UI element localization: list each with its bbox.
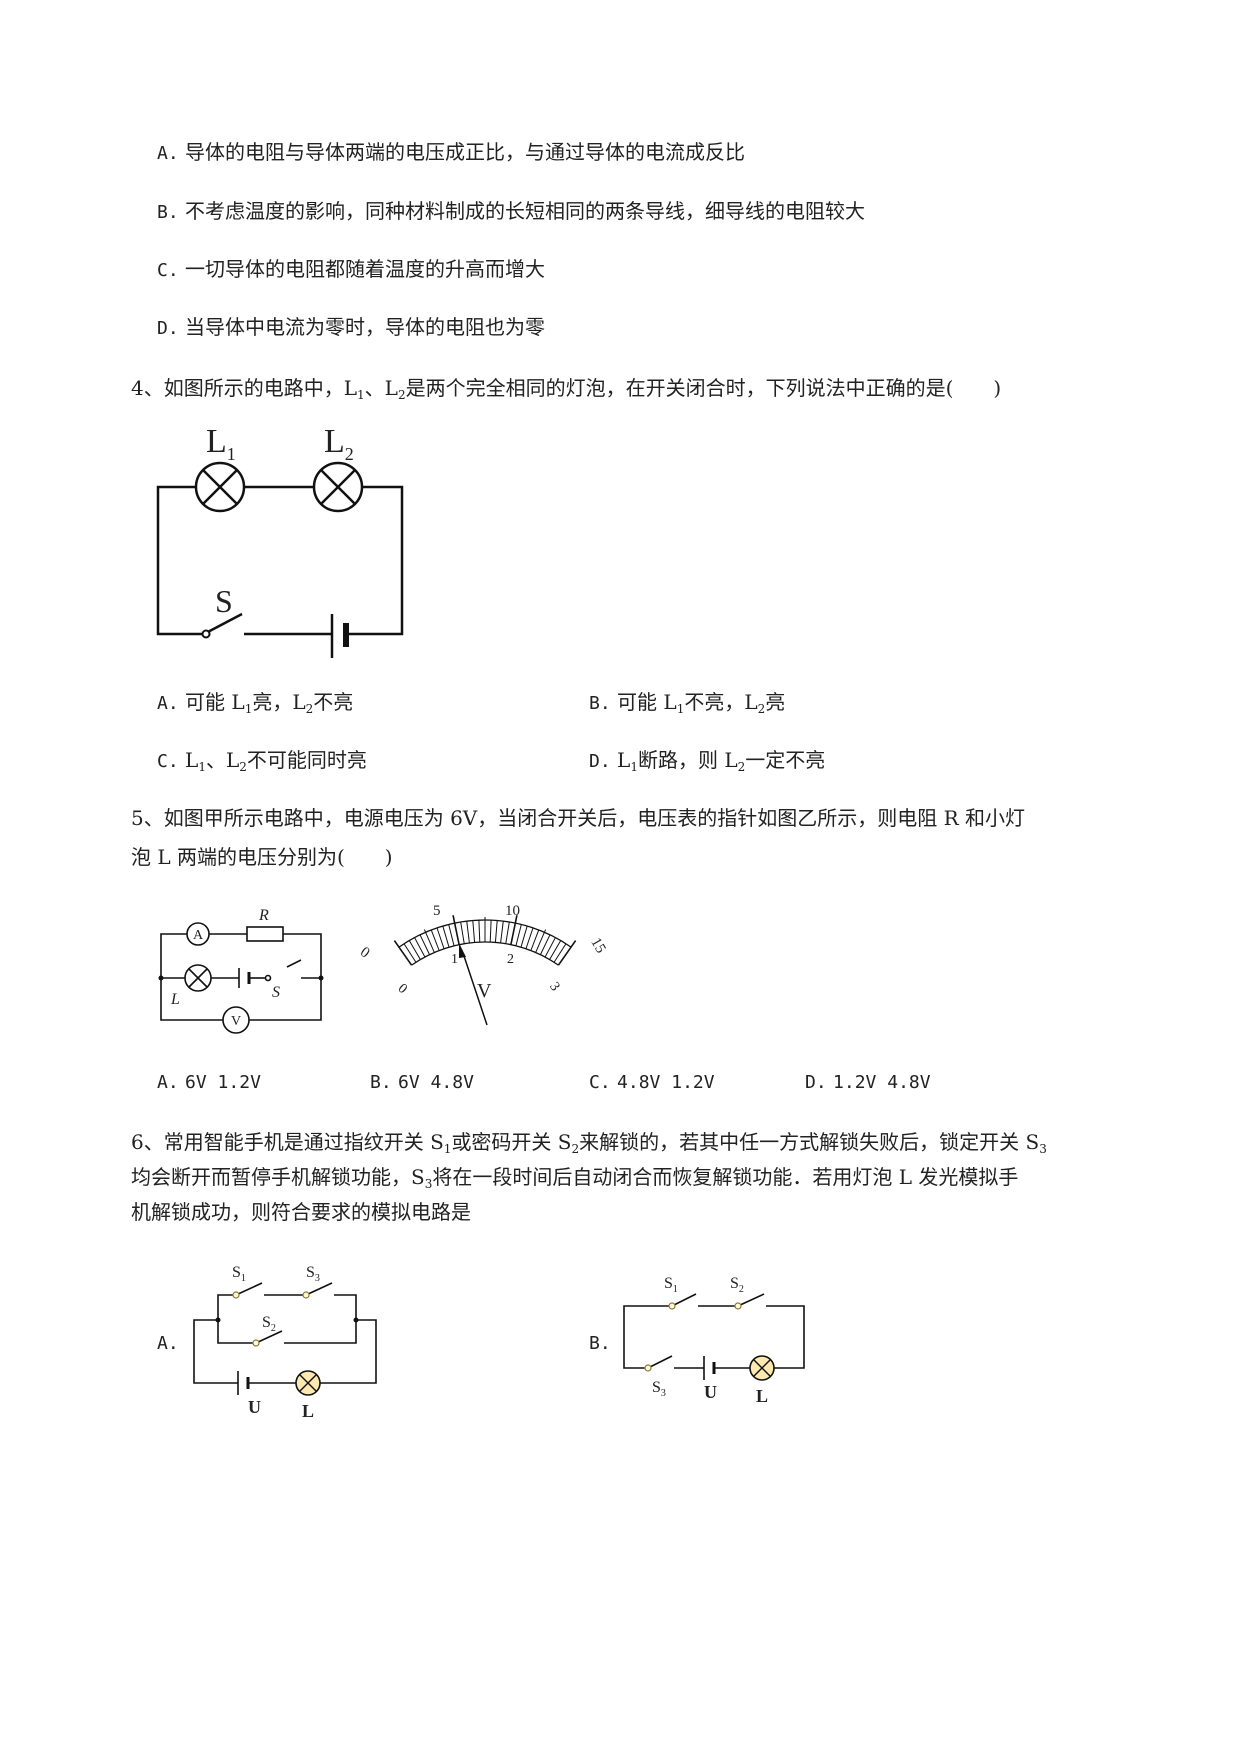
- svg-text:A: A: [193, 928, 204, 943]
- q5-stem-line2: 泡 L 两端的电压分别为( ): [131, 845, 393, 869]
- inner-label-3: 3: [546, 980, 562, 994]
- svg-text:R: R: [258, 907, 269, 924]
- dial-tick: [557, 940, 577, 966]
- dial-tick: [553, 943, 567, 963]
- svg-text:U: U: [704, 1382, 717, 1402]
- q5-option-a: A. 6V 1.2V: [157, 1072, 261, 1093]
- dial-tick: [466, 921, 470, 944]
- lamp-l-a: [295, 1370, 321, 1396]
- q6-option-a-label: A.: [157, 1333, 179, 1354]
- dial-tick: [414, 937, 426, 958]
- dial-tick: [472, 920, 476, 943]
- dial-tick: [423, 929, 435, 953]
- dial-tick: [515, 924, 522, 946]
- dial-tick: [442, 925, 450, 948]
- dial-tick: [436, 927, 445, 949]
- q5-voltmeter-dial: 0 5 10 15 0 1 2 3 V: [357, 903, 609, 1026]
- dial-tick: [419, 934, 431, 955]
- q6-circuit-b: S1 S2 S3 U L: [623, 1275, 805, 1406]
- lamp-l: [184, 964, 212, 992]
- lamp-l-b: [749, 1355, 775, 1381]
- dial-tick: [430, 929, 440, 951]
- svg-text:S3: S3: [306, 1264, 320, 1284]
- q4-option-c: C. L1、L2不可能同时亮: [157, 748, 367, 774]
- dial-tick: [460, 921, 465, 944]
- dial-tick: [500, 921, 504, 944]
- dial-tick: [478, 920, 481, 943]
- svg-text:S1: S1: [232, 1264, 246, 1284]
- inner-label-2: 2: [507, 952, 514, 967]
- svg-text:L: L: [302, 1401, 314, 1421]
- dial-tick: [494, 920, 498, 943]
- battery-symbol: [330, 614, 349, 658]
- q3-option-b: B. 不考虑温度的影响，同种材料制成的长短相同的两条导线，细导线的电阻较大: [157, 199, 866, 223]
- q3-option-a: A. 导体的电阻与导体两端的电压成正比，与通过导体的电流成反比: [157, 140, 746, 164]
- dial-tick: [408, 940, 421, 960]
- q5-option-b: B. 6V 4.8V: [370, 1072, 474, 1093]
- dial-tick: [403, 943, 417, 963]
- label-s: S: [215, 583, 233, 619]
- svg-text:L: L: [170, 991, 180, 1008]
- inner-label-0: 0: [395, 981, 410, 997]
- dial-tick: [510, 915, 518, 945]
- q6-option-b-label: B.: [589, 1333, 611, 1354]
- ammeter: [186, 922, 210, 946]
- q3-option-d: D. 当导体中电流为零时，导体的电阻也为零: [157, 315, 546, 339]
- svg-text:V: V: [231, 1014, 241, 1029]
- resistor-r: [246, 926, 284, 942]
- dial-tick: [544, 937, 556, 958]
- svg-text:L: L: [756, 1386, 768, 1406]
- dial-tick: [505, 921, 510, 944]
- q3-option-c: C. 一切导体的电阻都随着温度的升高而增大: [157, 257, 546, 281]
- meter-needle: [462, 952, 488, 1026]
- q5-option-c: C. 4.8V 1.2V: [589, 1072, 715, 1093]
- svg-text:S3: S3: [652, 1379, 666, 1399]
- label-l2: L2: [324, 423, 354, 464]
- dial-tick: [539, 934, 551, 955]
- dial-tick: [525, 927, 534, 949]
- q4-stem: 4、如图所示的电路中，L1、L2是两个完全相同的灯泡，在开关闭合时，下列说法中正…: [131, 376, 1002, 402]
- unit-label-v: V: [477, 980, 492, 1002]
- q4-option-a: A. 可能 L1亮，L2不亮: [157, 690, 354, 716]
- outer-label-10: 10: [505, 903, 520, 919]
- dial-tick: [530, 929, 540, 951]
- outer-label-5: 5: [433, 903, 441, 919]
- q4-option-d: D. L1断路，则 L2一定不亮: [589, 748, 826, 774]
- dial-tick: [489, 920, 492, 943]
- svg-text:S2: S2: [730, 1275, 744, 1295]
- inner-label-1: 1: [451, 952, 458, 967]
- q5-stem-line1: 5、如图甲所示电路中，电源电压为 6V，当闭合开关后，电压表的指针如图乙所示，则…: [131, 806, 1026, 830]
- svg-text:S2: S2: [262, 1314, 276, 1334]
- q6-stem-line3: 机解锁成功，则符合要求的模拟电路是: [131, 1200, 471, 1224]
- voltmeter: [222, 1006, 250, 1034]
- lamp-l1: [194, 461, 246, 513]
- q5-circuit-diagram: A R L S V: [158, 907, 324, 1034]
- q4-circuit-diagram: L1 L2 S: [156, 423, 404, 658]
- dial-tick: [535, 929, 547, 953]
- dial-tick: [549, 940, 562, 960]
- dial-tick: [448, 924, 455, 946]
- q6-circuit-a: S1 S3 S2 U L: [193, 1264, 377, 1421]
- q5-option-d: D. 1.2V 4.8V: [805, 1072, 931, 1093]
- dial-tick: [393, 940, 413, 966]
- svg-text:S: S: [272, 984, 280, 1001]
- outer-label-15: 15: [587, 935, 608, 956]
- dial-arc: [411, 941, 559, 966]
- lamp-l2: [312, 461, 364, 513]
- q4-option-b: B. 可能 L1不亮，L2亮: [589, 690, 786, 716]
- label-l1: L1: [206, 423, 236, 464]
- dial-tick: [452, 915, 460, 945]
- svg-text:S1: S1: [664, 1275, 678, 1295]
- svg-text:U: U: [248, 1397, 261, 1417]
- q6-stem-line2: 均会断开而暂停手机解锁功能，S3将在一段时间后自动闭合而恢复解锁功能．若用灯泡 …: [131, 1165, 1019, 1191]
- dial-tick: [520, 925, 528, 948]
- outer-label-0: 0: [357, 944, 372, 961]
- q6-stem-line1: 6、常用智能手机是通过指纹开关 S1或密码开关 S2来解锁的，若其中任一方式解锁…: [131, 1130, 1047, 1156]
